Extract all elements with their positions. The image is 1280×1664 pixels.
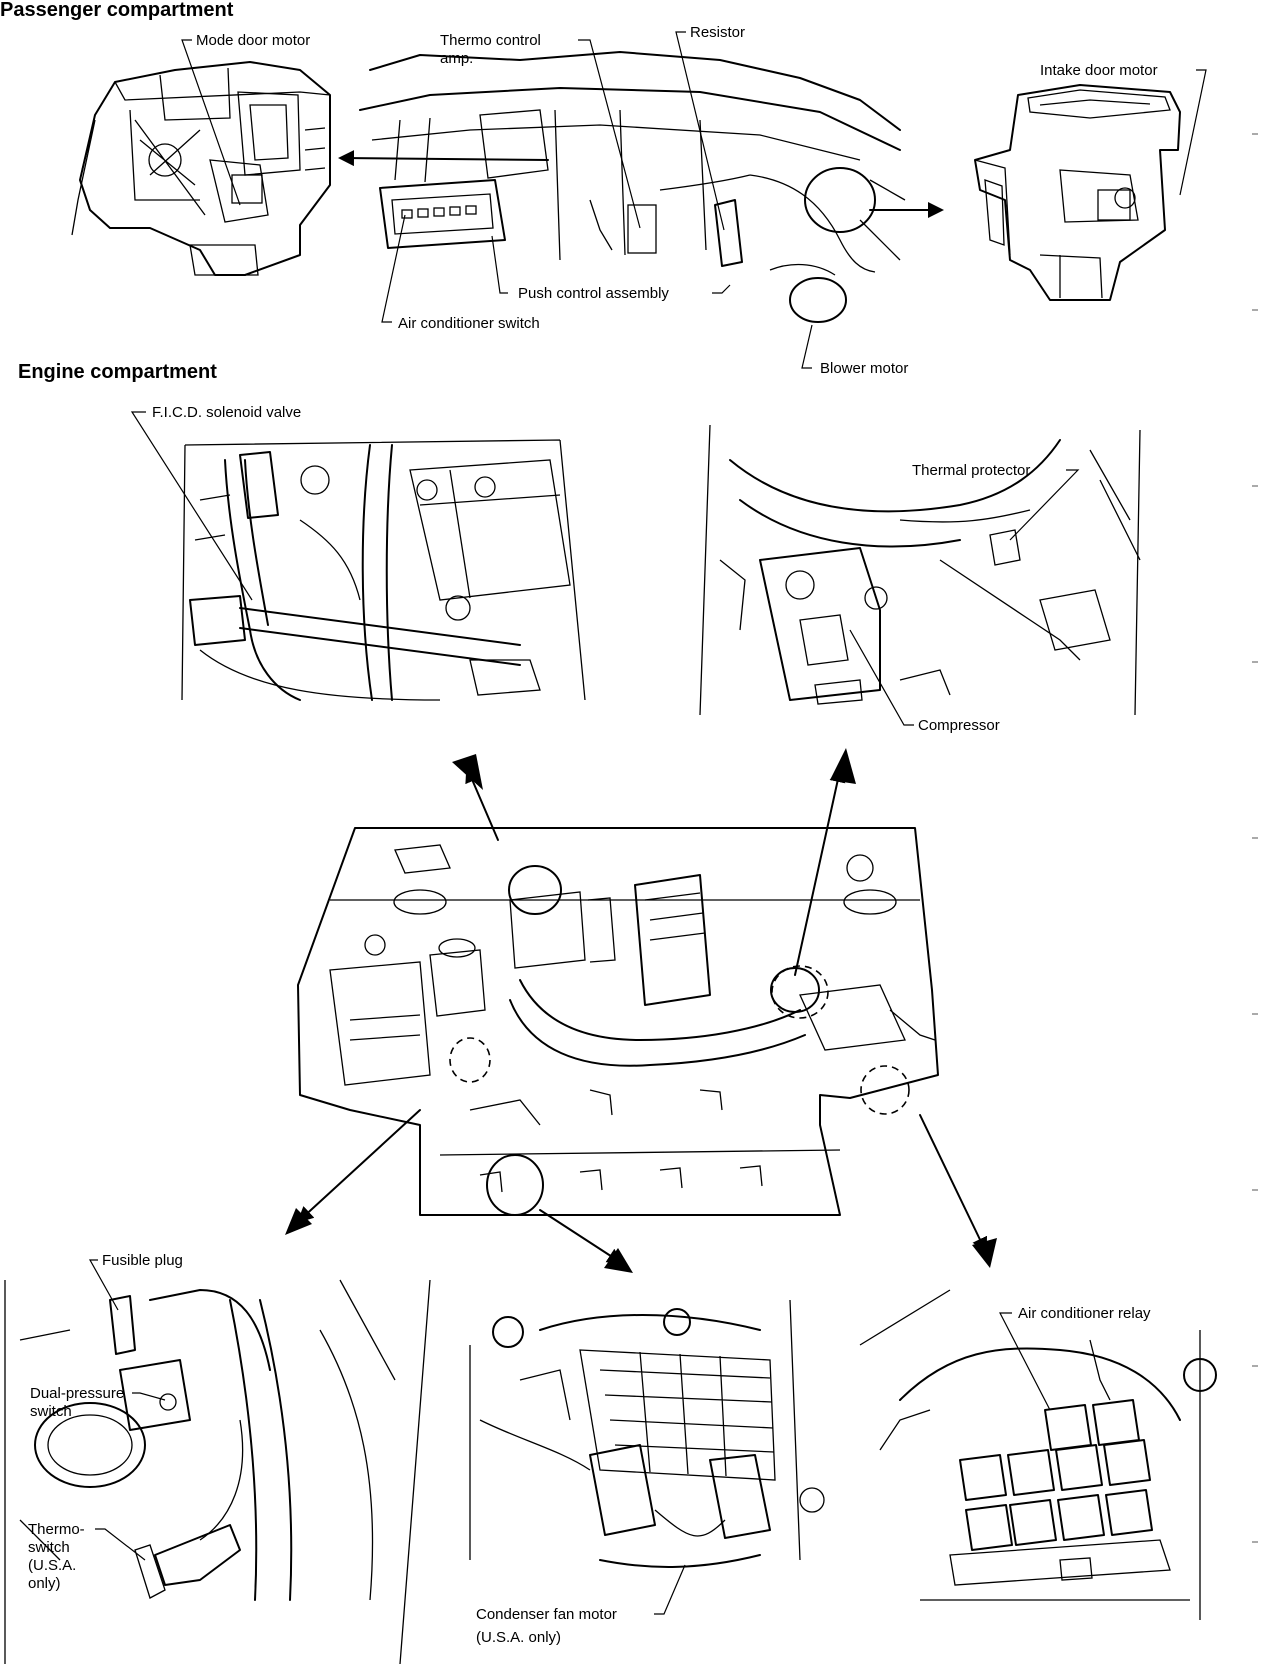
label-fusible-plug: Fusible plug bbox=[102, 1252, 183, 1269]
arrow-to-compressor bbox=[794, 766, 846, 976]
label-dual-pressure-switch: Dual-pressure bbox=[30, 1385, 124, 1402]
label-thermo-control-amp-2: amp. bbox=[440, 50, 473, 67]
label-push-control-assembly: Push control assembly bbox=[518, 285, 669, 302]
intake-unit-illustration bbox=[974, 84, 1181, 301]
ficd-solenoid-valve-view bbox=[181, 439, 586, 701]
label-air-conditioner-relay: Air conditioner relay bbox=[1018, 1305, 1151, 1322]
margin-ticks bbox=[1252, 133, 1258, 1543]
passenger-compartment-title: Passenger compartment bbox=[0, 0, 234, 21]
arrow-to-mode-door-motor bbox=[338, 150, 549, 167]
arrow-to-ficd bbox=[465, 766, 499, 841]
label-dual-pressure-switch-2: switch bbox=[30, 1403, 72, 1420]
arrow-to-condenser-fan bbox=[539, 1209, 624, 1265]
compressor-view bbox=[699, 424, 1141, 716]
heater-unit-illustration bbox=[71, 61, 331, 276]
engine-compartment-title: Engine compartment bbox=[18, 361, 217, 383]
ac-relay-view bbox=[859, 1289, 1217, 1620]
label-thermo-switch: Thermo- bbox=[28, 1521, 85, 1538]
label-intake-door-motor: Intake door motor bbox=[1040, 62, 1158, 79]
label-thermo-switch-2: switch bbox=[28, 1539, 70, 1556]
label-thermal-protector: Thermal protector bbox=[912, 462, 1030, 479]
label-condenser-fan-motor-2: (U.S.A. only) bbox=[476, 1629, 561, 1646]
label-compressor: Compressor bbox=[918, 717, 1000, 734]
arrow-to-fusible-plug bbox=[297, 1109, 421, 1223]
label-mode-door-motor: Mode door motor bbox=[196, 32, 310, 49]
label-thermo-control-amp: Thermo control bbox=[440, 32, 541, 49]
label-thermo-switch-3: (U.S.A. bbox=[28, 1557, 76, 1574]
label-ficd-solenoid-valve: F.I.C.D. solenoid valve bbox=[152, 404, 301, 421]
label-resistor: Resistor bbox=[690, 24, 745, 41]
label-air-conditioner-switch: Air conditioner switch bbox=[398, 315, 540, 332]
arrow-to-ac-relay bbox=[919, 1114, 988, 1254]
label-blower-motor: Blower motor bbox=[820, 360, 908, 377]
fusible-plug-view bbox=[4, 1279, 431, 1664]
engine-bay-overview bbox=[297, 827, 939, 1216]
label-thermo-switch-4: only) bbox=[28, 1575, 61, 1592]
label-condenser-fan-motor: Condenser fan motor bbox=[476, 1606, 617, 1623]
condenser-fan-motor-view bbox=[469, 1299, 825, 1568]
dashboard-illustration bbox=[359, 51, 906, 323]
